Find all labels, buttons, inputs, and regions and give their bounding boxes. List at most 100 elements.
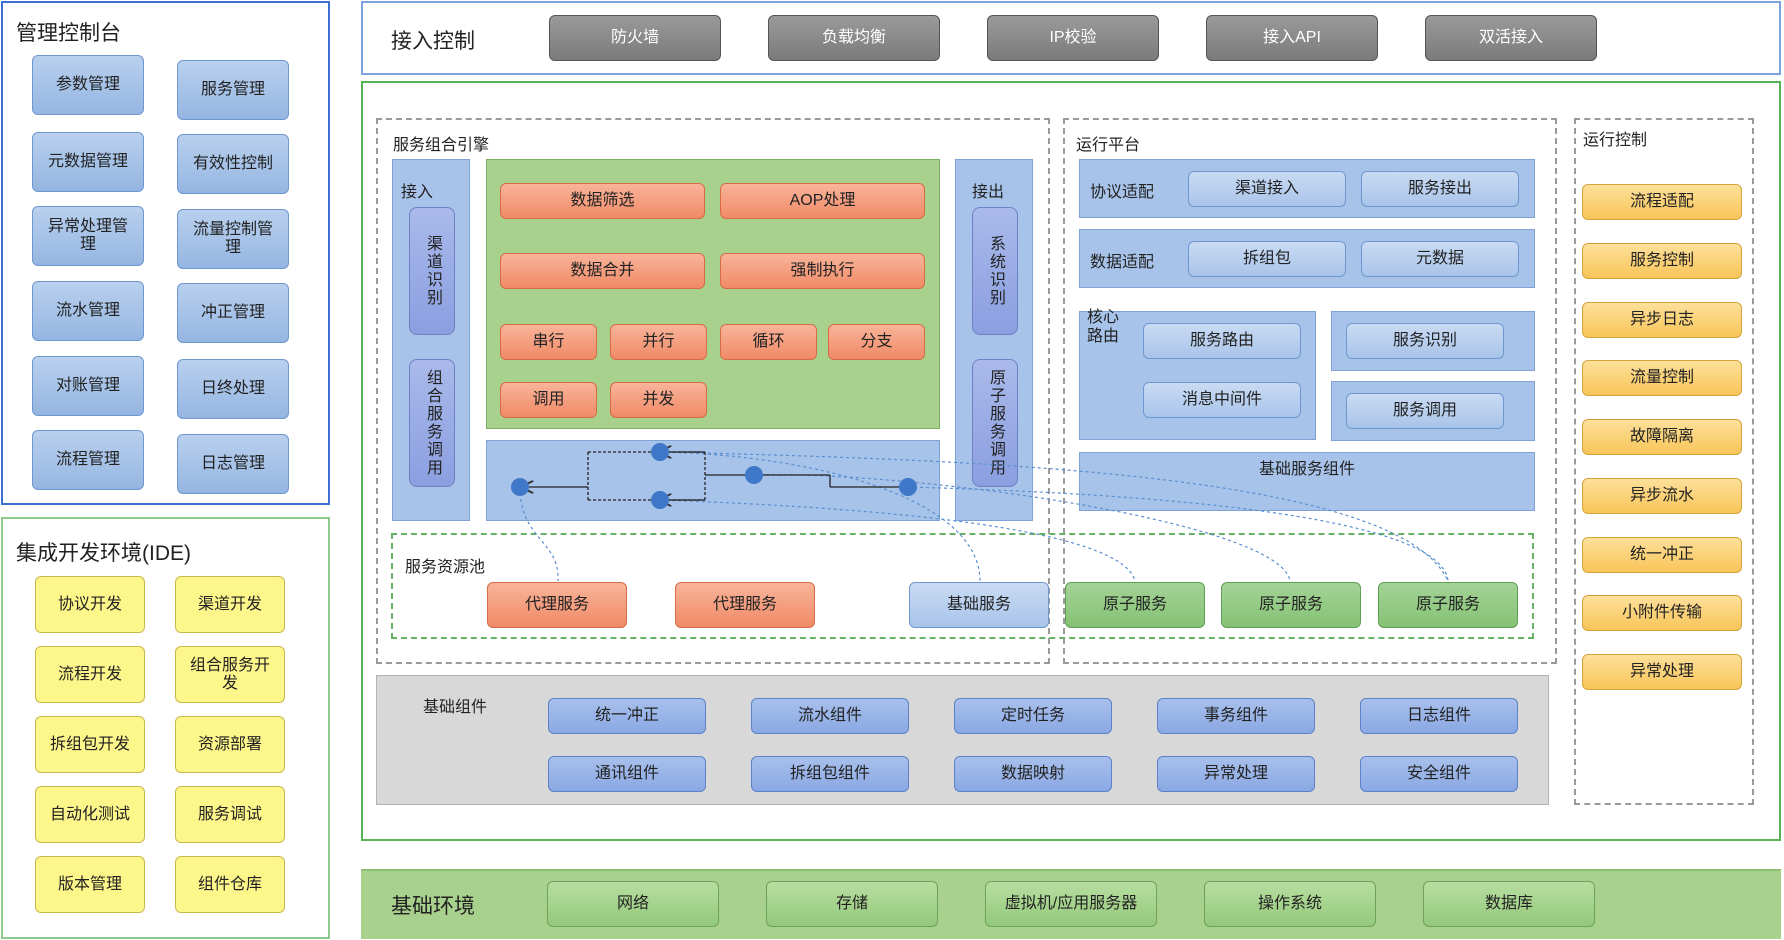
mgmt-item[interactable]: 元数据管理 [32,132,144,192]
runtime-panel: 运行平台 [1063,118,1557,664]
op-invoke[interactable]: 调用 [500,382,597,418]
channel-identify-box[interactable]: 渠道识别 [409,207,455,335]
component-item[interactable]: 拆组包组件 [751,756,909,792]
mgmt-item[interactable]: 异常处理管理 [32,206,144,266]
op-parallel[interactable]: 并行 [610,324,707,360]
run-control-item[interactable]: 流量控制 [1582,360,1742,396]
service-invoke-box[interactable]: 服务调用 [1346,393,1504,429]
component-item[interactable]: 事务组件 [1157,698,1315,734]
component-item[interactable]: 异常处理 [1157,756,1315,792]
infrastructure-panel: 基础环境 网络 存储 虚拟机/应用服务器 操作系统 数据库 [361,869,1781,939]
component-item[interactable]: 流水组件 [751,698,909,734]
engine-flow-region [486,440,940,521]
mgmt-item[interactable]: 日终处理 [177,359,289,419]
access-item[interactable]: IP校验 [987,15,1159,61]
component-item[interactable]: 安全组件 [1360,756,1518,792]
service-out-box[interactable]: 服务接出 [1361,171,1519,207]
basic-components-panel: 基础组件 统一冲正 流水组件 定时任务 事务组件 日志组件 通讯组件 拆组包组件… [376,675,1549,805]
service-pool-panel: 服务资源池 代理服务 代理服务 基础服务 原子服务 原子服务 原子服务 [391,533,1534,639]
mgmt-item[interactable]: 流量控制管理 [177,209,289,269]
channel-access-box[interactable]: 渠道接入 [1188,171,1346,207]
access-item[interactable]: 接入API [1206,15,1378,61]
message-middleware-box[interactable]: 消息中间件 [1143,382,1301,418]
ide-item[interactable]: 版本管理 [35,856,145,913]
basic-components-title: 基础组件 [423,699,488,716]
ide-item[interactable]: 流程开发 [35,646,145,703]
run-control-panel: 运行控制 流程适配 服务控制 异步日志 流量控制 故障隔离 异步流水 统一冲正 … [1574,118,1754,805]
run-control-item[interactable]: 异步日志 [1582,302,1742,338]
service-identify-region: 服务识别 [1331,311,1535,371]
service-pool-title: 服务资源池 [405,559,486,576]
engine-title: 服务组合引擎 [393,137,490,154]
data-adapt-label: 数据适配 [1090,254,1155,271]
op-loop[interactable]: 循环 [720,324,817,360]
pack-unpack-box[interactable]: 拆组包 [1188,241,1346,277]
ide-item[interactable]: 协议开发 [35,576,145,633]
service-identify-box[interactable]: 服务识别 [1346,323,1504,359]
op-force-exec[interactable]: 强制执行 [720,253,925,289]
ide-item[interactable]: 组合服务开发 [175,646,285,703]
engine-out-label: 接出 [972,184,1005,201]
op-aop[interactable]: AOP处理 [720,183,925,219]
atomic-service[interactable]: 原子服务 [1065,582,1205,628]
op-concurrent[interactable]: 并发 [610,382,707,418]
ide-item[interactable]: 服务调试 [175,786,285,843]
run-control-item[interactable]: 异常处理 [1582,654,1742,690]
access-item[interactable]: 双活接入 [1425,15,1597,61]
mgmt-item[interactable]: 冲正管理 [177,283,289,343]
run-control-item[interactable]: 小附件传输 [1582,595,1742,631]
atomic-invoke-box[interactable]: 原子服务调用 [972,359,1018,487]
engine-in-label: 接入 [401,184,434,201]
proxy-service[interactable]: 代理服务 [487,582,627,628]
run-control-title: 运行控制 [1583,132,1648,149]
ide-item[interactable]: 组件仓库 [175,856,285,913]
run-control-item[interactable]: 异步流水 [1582,478,1742,514]
mgmt-item[interactable]: 日志管理 [177,434,289,494]
infra-item[interactable]: 虚拟机/应用服务器 [985,881,1157,927]
mgmt-item[interactable]: 流程管理 [32,430,144,490]
ide-item[interactable]: 自动化测试 [35,786,145,843]
system-identify-box[interactable]: 系统识别 [972,207,1018,335]
access-item[interactable]: 负载均衡 [768,15,940,61]
op-data-merge[interactable]: 数据合并 [500,253,705,289]
op-branch[interactable]: 分支 [828,324,925,360]
infra-item[interactable]: 数据库 [1423,881,1595,927]
mgmt-item[interactable]: 服务管理 [177,60,289,120]
infra-item[interactable]: 网络 [547,881,719,927]
ide-item[interactable]: 渠道开发 [175,576,285,633]
component-item[interactable]: 定时任务 [954,698,1112,734]
run-control-item[interactable]: 故障隔离 [1582,419,1742,455]
core-routing-label: 核心路由 [1087,309,1120,345]
core-routing-box: 核心路由 服务路由 消息中间件 [1079,309,1316,440]
management-console-panel: 管理控制台 参数管理 服务管理 元数据管理 有效性控制 异常处理管理 流量控制管… [1,1,330,505]
atomic-service[interactable]: 原子服务 [1221,582,1361,628]
composite-invoke-box[interactable]: 组合服务调用 [409,359,455,487]
mgmt-item[interactable]: 有效性控制 [177,134,289,194]
management-console-title: 管理控制台 [16,22,121,45]
basic-service[interactable]: 基础服务 [909,582,1049,628]
service-routing-box[interactable]: 服务路由 [1143,323,1301,359]
mgmt-item[interactable]: 流水管理 [32,281,144,341]
run-control-item[interactable]: 统一冲正 [1582,537,1742,573]
basic-service-component[interactable]: 基础服务组件 [1079,452,1535,511]
infra-item[interactable]: 存储 [766,881,938,927]
ide-item[interactable]: 资源部署 [175,716,285,773]
component-item[interactable]: 数据映射 [954,756,1112,792]
infra-item[interactable]: 操作系统 [1204,881,1376,927]
engine-out-column: 接出 系统识别 原子服务调用 [955,159,1033,521]
op-data-filter[interactable]: 数据筛选 [500,183,705,219]
component-item[interactable]: 日志组件 [1360,698,1518,734]
component-item[interactable]: 统一冲正 [548,698,706,734]
component-item[interactable]: 通讯组件 [548,756,706,792]
run-control-item[interactable]: 流程适配 [1582,184,1742,220]
ide-item[interactable]: 拆组包开发 [35,716,145,773]
proxy-service[interactable]: 代理服务 [675,582,815,628]
mgmt-item[interactable]: 参数管理 [32,55,144,115]
mgmt-item[interactable]: 对账管理 [32,356,144,416]
atomic-service[interactable]: 原子服务 [1378,582,1518,628]
engine-panel: 服务组合引擎 [376,118,1050,664]
metadata-box[interactable]: 元数据 [1361,241,1519,277]
access-item[interactable]: 防火墙 [549,15,721,61]
op-serial[interactable]: 串行 [500,324,597,360]
run-control-item[interactable]: 服务控制 [1582,243,1742,279]
